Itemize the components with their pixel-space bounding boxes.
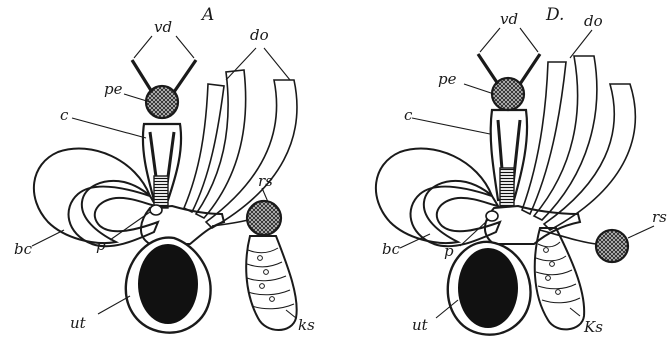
kidney-sac-segments-a	[247, 248, 294, 309]
leader-do-d	[570, 30, 592, 58]
leader-vd-d	[480, 28, 538, 52]
label-c-a: c	[60, 106, 69, 124]
oviduct-tube-d-3	[544, 84, 635, 230]
penis-neck-a	[154, 176, 168, 208]
leader-c-d	[412, 118, 490, 134]
kidney-sac-d	[535, 228, 584, 329]
opening-a	[150, 205, 162, 215]
oviduct-tube-d-2	[534, 56, 597, 220]
opening-d	[486, 211, 498, 221]
panel-letter-a: A	[200, 5, 214, 25]
label-vd-d: vd	[500, 10, 518, 28]
receptaculum-d	[596, 230, 628, 262]
label-pe-a: pe	[104, 80, 123, 98]
label-ut-a: ut	[70, 314, 87, 332]
leader-ks-a	[286, 310, 296, 318]
kidney-sac-a	[246, 236, 297, 330]
leader-ks-d	[570, 308, 580, 316]
label-c-d: c	[404, 106, 413, 124]
receptaculum-duct-d	[540, 230, 596, 244]
receptaculum-duct-a	[212, 220, 248, 226]
leader-vd-a	[134, 36, 194, 58]
panel-d: vd D. do pe c rs bc p ut Ks	[376, 5, 667, 336]
oviduct-tube-d-1	[522, 62, 566, 214]
label-vd-a: vd	[154, 18, 172, 36]
kidney-sac-segments-d	[536, 242, 580, 303]
penis-neck-d	[500, 168, 514, 206]
uterus-core-a	[138, 244, 198, 324]
label-do-d: do	[584, 12, 603, 30]
panel-a: vd A do pe c rs bc p ut ks	[14, 5, 315, 334]
label-p-a: p	[96, 236, 106, 254]
label-ks-a: ks	[298, 316, 315, 334]
label-pe-d: pe	[438, 70, 457, 88]
label-rs-a: rs	[258, 172, 273, 190]
leader-rs-a	[262, 188, 268, 202]
panel-letter-d: D.	[545, 5, 564, 25]
label-bc-d: bc	[382, 240, 401, 258]
label-ut-d: ut	[412, 316, 429, 334]
leader-rs-d	[628, 226, 654, 238]
leader-do-a	[226, 48, 290, 80]
leader-bc-a	[32, 230, 64, 246]
label-bc-a: bc	[14, 240, 33, 258]
uterus-core-d	[458, 248, 518, 328]
leader-pe-d	[464, 84, 494, 94]
leader-c-a	[72, 118, 146, 138]
receptaculum-a	[247, 201, 281, 235]
label-ks-d: Ks	[583, 318, 603, 336]
oviduct-tube-a-2	[196, 70, 246, 218]
label-do-a: do	[250, 26, 269, 44]
oviduct-tube-a-1	[184, 84, 224, 212]
label-rs-d: rs	[652, 208, 667, 226]
label-p-d: p	[444, 242, 454, 260]
leader-ut-a	[98, 296, 130, 314]
